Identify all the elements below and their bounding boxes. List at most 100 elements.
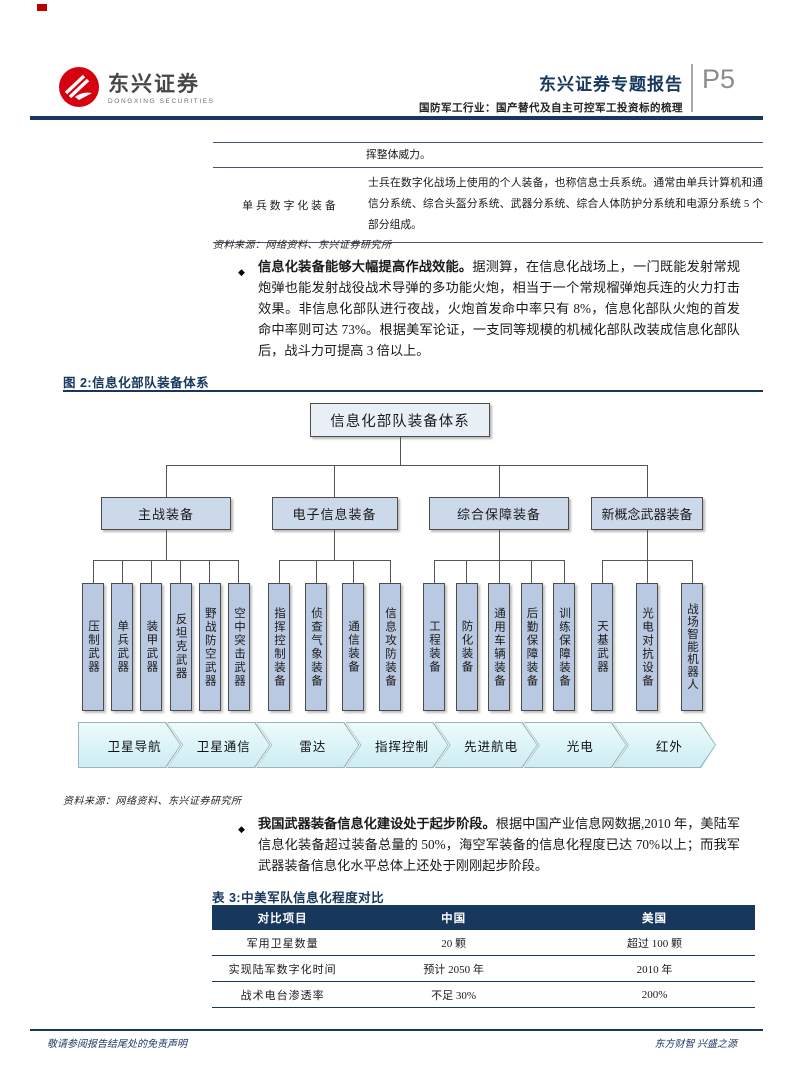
diagram-root-box: 信息化部队装备体系: [310, 403, 490, 437]
table-row: 实现陆军数字化时间 预计 2050 年 2010 年: [212, 956, 755, 982]
header-titles: 东兴证券专题报告 国防军工行业：国产替代及自主可控军工投资标的梳理: [330, 70, 683, 115]
leaf-row: 天基武器 光电对抗设备 战场智能机器人: [591, 560, 703, 711]
leaf-row: 指挥控制装备 侦查气象装备 通信装备 信息攻防装备: [268, 560, 401, 711]
equipment-system-diagram: 信息化部队装备体系 主战装备 压制武器 单兵武器 装甲武器 反坦克武器 野战防空…: [63, 395, 763, 785]
cell: 实现陆军数字化时间: [228, 963, 337, 976]
connector: [165, 465, 167, 497]
connector: [166, 465, 647, 466]
leaf-box: 信息攻防装备: [379, 560, 401, 711]
group-box: 电子信息装备: [271, 497, 398, 530]
leaf-row: 工程装备 防化装备 通用车辆装备 后勤保障装备 训练保障装备: [423, 560, 575, 711]
cell: 200%: [641, 988, 668, 1001]
leaf-box: 压制武器: [82, 560, 104, 711]
comparison-table-title: 表 3:中美军队信息化程度对比: [212, 891, 385, 905]
cell: 战术电台渗透率: [240, 989, 325, 1002]
header-cell: 对比项目: [257, 912, 308, 925]
leaf-box: 单兵武器: [111, 560, 134, 711]
connector: [279, 560, 390, 561]
leaf-box: 侦查气象装备: [305, 560, 327, 711]
leaf-box: 通用车辆装备: [488, 560, 510, 711]
chevron-item: 卫星导航: [78, 722, 181, 768]
footer-rule: [30, 1029, 763, 1031]
row-content: 士兵在数字化战场上使用的个人装备，也称信息士兵系统。通常由单兵计算机和通信分系统…: [368, 177, 763, 231]
leaf-row: 压制武器 单兵武器 装甲武器 反坦克武器 野战防空武器 空中突击武器: [82, 560, 250, 711]
leaf-box: 工程装备: [423, 560, 445, 711]
equipment-table-fragment: 挥整体威力。 单兵数字化装备 士兵在数字化战场上使用的个人装备，也称信息士兵系统…: [213, 142, 763, 243]
bullet1-lead: 信息化装备能够大幅提高作战效能。: [258, 259, 473, 274]
report-type-title: 东兴证券专题报告: [539, 75, 683, 94]
leaf-box: 野战防空武器: [198, 560, 221, 711]
diagram-group-electronic-info: 电子信息装备 指挥控制装备 侦查气象装备 通信装备 信息攻防装备: [268, 497, 401, 711]
cell: 20 颗: [441, 937, 466, 950]
footer-disclaimer: 敬请参阅报告结尾处的免责声明: [47, 1039, 187, 1050]
header-cell: 美国: [642, 912, 668, 925]
bullet-paragraph-2: ◆ 我国武器装备信息化建设处于起步阶段。根据中国产业信息网数据,2010 年，美陆…: [238, 814, 741, 877]
leaf-box: 后勤保障装备: [520, 560, 543, 711]
page-number: P5: [702, 64, 736, 94]
cell: 不足 30%: [431, 989, 477, 1002]
connector: [646, 530, 648, 560]
group-box: 综合保障装备: [429, 497, 569, 530]
connector: [498, 530, 500, 560]
diagram-group-support: 综合保障装备 工程装备 防化装备 通用车辆装备 后勤保障装备 训练保障装备: [423, 497, 575, 711]
group-box: 主战装备: [101, 497, 231, 530]
cell: 军用卫星数量: [246, 937, 319, 950]
row-label: 单兵数字化装备: [242, 199, 339, 212]
comparison-table: 对比项目 中国 美国 军用卫星数量 20 颗 超过 100 颗 实现陆军数字化时…: [212, 905, 755, 1008]
header-cell: 中国: [441, 912, 467, 925]
diagram-group-new-concept: 新概念武器装备 天基武器 光电对抗设备 战场智能机器人: [591, 497, 703, 711]
leaf-box: 天基武器: [591, 560, 613, 711]
connector: [334, 530, 335, 560]
leaf-box: 战场智能机器人: [681, 560, 703, 711]
connector: [498, 465, 500, 497]
bullet-icon: ◆: [238, 267, 245, 277]
leaf-box: 通信装备: [342, 560, 364, 711]
header-divider: [691, 64, 693, 112]
table-header-row: 对比项目 中国 美国: [212, 905, 755, 930]
header-rule: [30, 116, 763, 120]
connector: [165, 530, 167, 560]
table-row: 单兵数字化装备 士兵在数字化战场上使用的个人装备，也称信息士兵系统。通常由单兵计…: [213, 168, 763, 242]
cell: 预计 2050 年: [423, 963, 484, 976]
connector: [334, 465, 335, 497]
corner-mark: [37, 4, 47, 11]
chevron-item: 指挥控制: [345, 722, 448, 768]
figure-title-rule: [63, 390, 763, 392]
chevron-item: 雷达: [256, 722, 359, 768]
bullet-icon: ◆: [238, 824, 245, 834]
diagram-group-main-battle: 主战装备 压制武器 单兵武器 装甲武器 反坦克武器 野战防空武器 空中突击武器: [82, 497, 250, 711]
bullet-paragraph-1: ◆ 信息化装备能够大幅提高作战效能。据测算，在信息化战场上，一门既能发射常规炮弹也…: [238, 257, 741, 362]
connector: [93, 560, 239, 561]
leaf-box: 反坦克武器: [169, 560, 192, 711]
bullet1-body: 据测算，在信息化战场上，一门既能发射常规炮弹也能发射战役战术导弹的多功能火炮，相…: [258, 259, 741, 358]
source-note: 资料来源：网络资料、东兴证券研究所: [63, 796, 242, 807]
report-subtitle: 国防军工行业：国产替代及自主可控军工投资标的梳理: [419, 103, 683, 114]
brand-logo: 东兴证券 DONGXING SECURITIES: [58, 66, 215, 113]
connector: [646, 465, 648, 497]
source-note: 资料来源：网络资料、东兴证券研究所: [213, 240, 392, 251]
leaf-box: 防化装备: [455, 560, 478, 711]
connector: [399, 437, 401, 465]
chevron-item: 卫星通信: [167, 722, 270, 768]
bullet2-body: 根据中国产业信息网数据,2010 年，美陆军信息化装备超过装备总量的 50%，海…: [258, 816, 741, 873]
footer-slogan: 东方财智 兴盛之源: [654, 1039, 738, 1050]
leaf-box: 装甲武器: [140, 560, 163, 711]
technology-chevron-band: 卫星导航 卫星通信 雷达 指挥控制 先进航电 光电: [78, 722, 716, 768]
leaf-box: 空中突击武器: [227, 560, 250, 711]
cell: 2010 年: [636, 963, 673, 976]
cell: 超过 100 颗: [627, 937, 683, 950]
logo-subtitle: DONGXING SECURITIES: [108, 98, 215, 105]
leaf-box: 光电对抗设备: [636, 560, 658, 711]
group-box: 新概念武器装备: [591, 497, 703, 530]
dongxing-logo-icon: [58, 66, 100, 113]
chevron-item: 光电: [524, 722, 627, 768]
chevron-item: 红外: [613, 722, 716, 768]
bullet2-lead: 我国武器装备信息化建设处于起步阶段。: [258, 816, 496, 831]
table-row: 战术电台渗透率 不足 30% 200%: [212, 982, 755, 1008]
leaf-box: 指挥控制装备: [268, 560, 290, 711]
leaf-box: 训练保障装备: [553, 560, 575, 711]
table-row: 军用卫星数量 20 颗 超过 100 颗: [212, 930, 755, 956]
chevron-item: 先进航电: [435, 722, 538, 768]
table-partial-text: 挥整体威力。: [213, 143, 763, 168]
